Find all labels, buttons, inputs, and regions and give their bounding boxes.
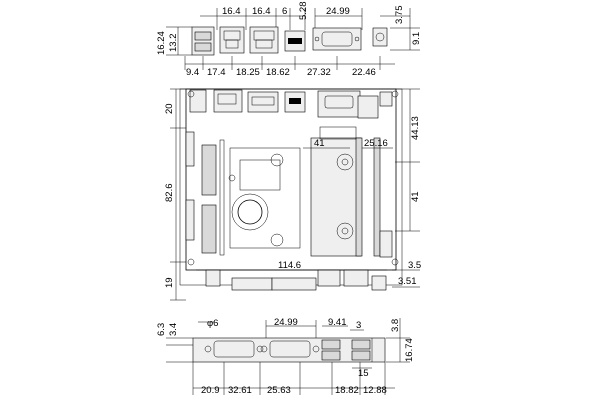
dim-bottom-5: 12.88	[363, 385, 387, 396]
dim-board-right-4: 3.51	[398, 276, 417, 287]
dim-top-left-1: 16.24	[156, 31, 167, 55]
dim-board-left-3: 19	[164, 277, 175, 288]
dim-bottom-top-3: 9.41	[328, 317, 347, 328]
dim-board-right-3: 3.5	[408, 260, 421, 271]
dim-top-4: 5.28	[298, 2, 309, 21]
dim-bottom-left-2: 3.4	[168, 323, 179, 336]
dim-bottom-top-4: 3	[356, 320, 361, 331]
dim-top-5: 24.99	[326, 6, 350, 17]
dim-top-right: 9.1	[411, 32, 422, 45]
dim-bottom-top-2: 24.99	[274, 317, 298, 328]
dim-top-left-2: 13.2	[168, 34, 179, 53]
dim-top-2: 16.4	[252, 6, 271, 17]
dim-bottom-small: 15	[358, 368, 369, 379]
board-view: 20 82.6 19 41	[164, 88, 421, 301]
dim-board-inner-1: 41	[314, 138, 325, 149]
dim-bottom-right-2: 16.74	[404, 338, 415, 362]
dim-top-bottom-4: 18.62	[266, 67, 290, 78]
dim-top-1: 16.4	[222, 6, 241, 17]
dim-bottom-3: 25.63	[267, 385, 291, 396]
dim-top-bottom-6: 22.46	[352, 67, 376, 78]
dim-top-bottom-1: 9.4	[186, 67, 199, 78]
dim-bottom-left-1: 6.3	[156, 323, 167, 336]
dim-board-left-1: 20	[164, 103, 175, 114]
dim-bottom-2: 32.61	[228, 385, 252, 396]
top-view: 16.4 16.4 6 5.28 24.99 3.75 9.1 16.24	[156, 2, 422, 79]
dim-bottom-4: 18.82	[335, 385, 359, 396]
dim-top-bottom-2: 17.4	[207, 67, 226, 78]
dim-bottom-1: 20.9	[201, 385, 220, 396]
bottom-view: φ6 24.99 9.41 3 6.3 3.4 3.8 16.74 15 20.	[156, 317, 415, 396]
dim-board-inner-2: 25.16	[364, 138, 388, 149]
dim-board-right-1: 44.13	[410, 116, 421, 140]
dim-bottom-top-1: φ6	[207, 318, 218, 329]
dim-board-right-2: 41	[410, 191, 421, 202]
dim-board-left-2: 82.6	[164, 184, 175, 203]
dim-bottom-right-1: 3.8	[390, 319, 401, 332]
dim-top-bottom-3: 18.25	[236, 67, 260, 78]
dim-top-bottom-5: 27.32	[307, 67, 331, 78]
dim-top-6: 3.75	[394, 6, 405, 25]
dim-top-3: 6	[282, 6, 287, 17]
dim-board-inner-3: 114.6	[278, 260, 301, 271]
